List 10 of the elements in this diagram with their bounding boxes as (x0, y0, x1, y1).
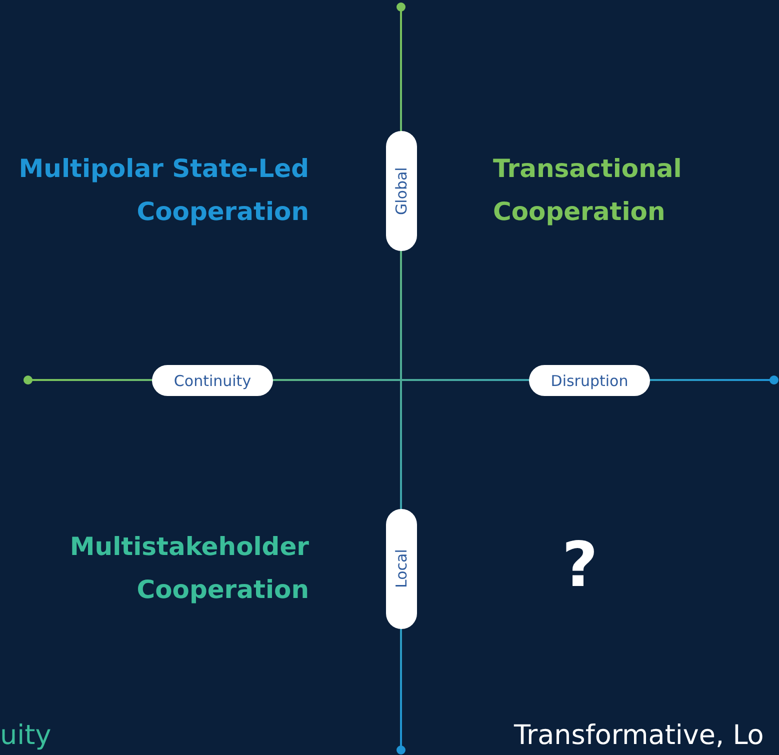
axis-end-label: Transformative, Lo (514, 719, 764, 753)
axis-label: Global (386, 131, 417, 251)
axis-label: Disruption (529, 365, 650, 396)
axis-label: Continuity (152, 365, 273, 396)
quadrant-title: Multipolar State-Led Cooperation (18, 153, 309, 228)
quadrant-title: Transactional Cooperation (493, 153, 683, 228)
question-mark: ? (562, 527, 598, 603)
axis-label: Local (386, 509, 417, 629)
quadrant-title: Multistakeholder Cooperation (68, 531, 309, 606)
axis-end-label: uity (0, 719, 52, 753)
